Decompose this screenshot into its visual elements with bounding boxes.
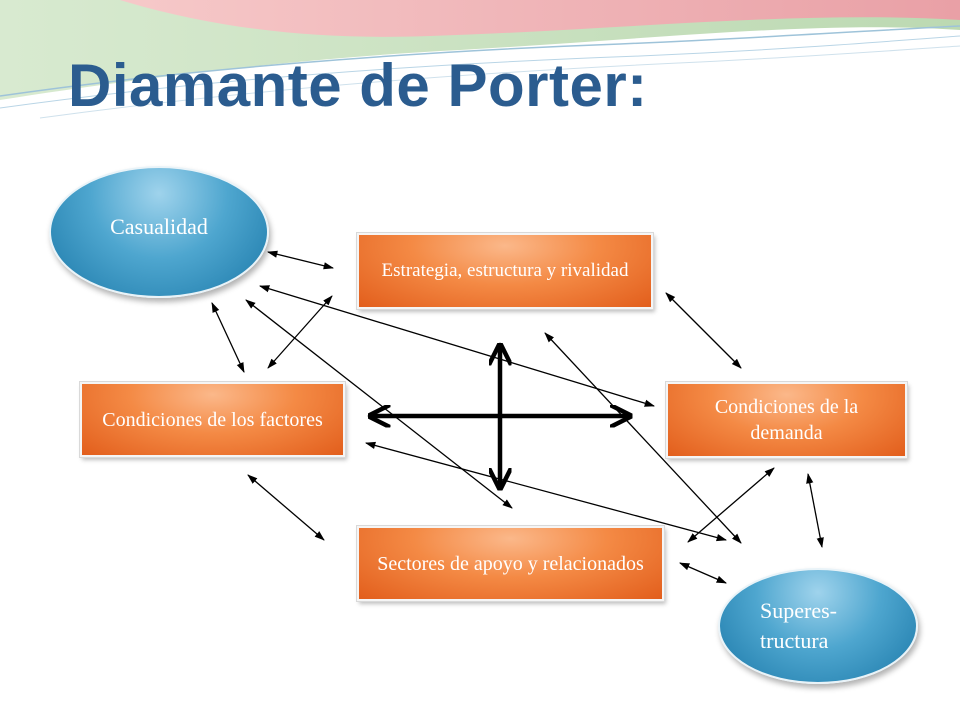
node-casualidad: Casualidad <box>49 166 269 298</box>
node-demanda: Condiciones de la demanda <box>665 381 908 459</box>
slide-title: Diamante de Porter: <box>68 52 648 119</box>
node-superestructura-label-2: tructura <box>760 628 829 653</box>
node-factores-label: Condiciones de los factores <box>102 408 323 431</box>
node-estrategia-label: Estrategia, estructura y rivalidad <box>381 259 629 281</box>
node-casualidad-label: Casualidad <box>110 214 208 240</box>
node-superestructura: Superes- tructura <box>718 568 918 684</box>
node-estrategia: Estrategia, estructura y rivalidad <box>356 232 654 310</box>
node-factores: Condiciones de los factores <box>79 381 346 458</box>
node-sectores: Sectores de apoyo y relacionados <box>356 525 665 602</box>
node-demanda-label: Condiciones de la demanda <box>714 396 859 444</box>
node-sectores-label: Sectores de apoyo y relacionados <box>377 552 644 575</box>
node-superestructura-label-1: Superes- <box>760 598 837 624</box>
